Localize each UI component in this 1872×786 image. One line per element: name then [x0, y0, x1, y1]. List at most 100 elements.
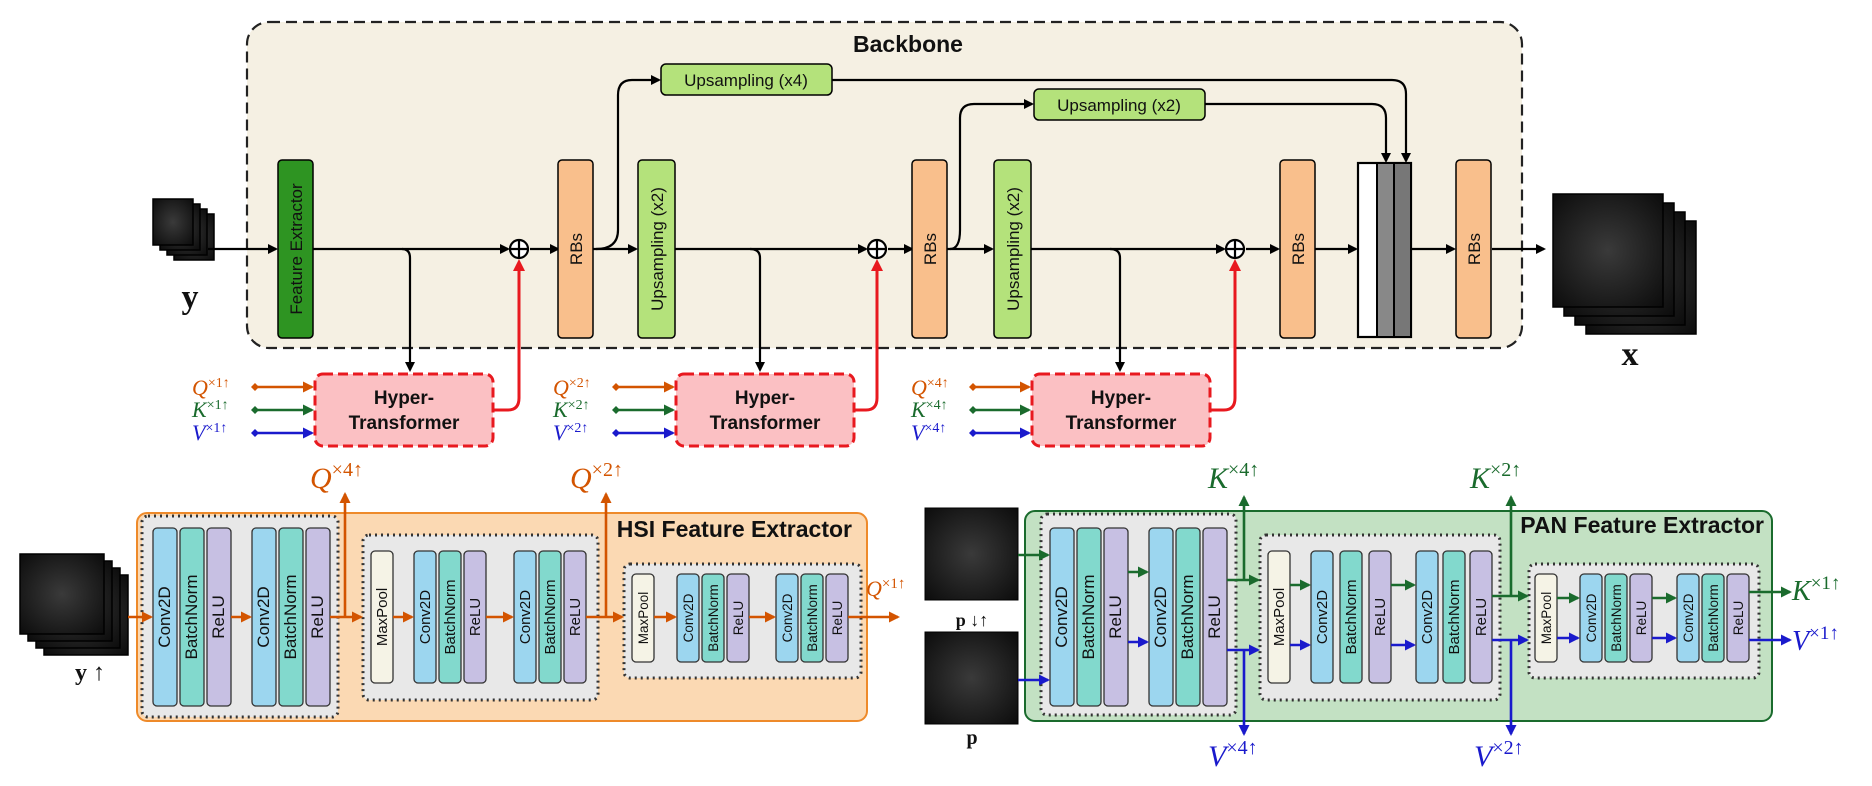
feature-extractor-label: Feature Extractor [287, 183, 306, 315]
hsi-title: HSI Feature Extractor [617, 516, 852, 542]
svg-text:Conv2D: Conv2D [517, 590, 534, 644]
pan-output-k4: K×4↑ [1207, 459, 1259, 495]
pan-output-v2: V×2↑ [1474, 737, 1524, 773]
svg-text:ReLU: ReLU [830, 601, 845, 636]
svg-text:ReLU: ReLU [1473, 598, 1490, 636]
svg-text:ReLU: ReLU [308, 595, 327, 638]
backbone-container [245, 20, 1524, 350]
hyper-transformer-3: Hyper- Transformer [1030, 372, 1212, 448]
svg-text:BatchNorm: BatchNorm [1609, 584, 1624, 652]
svg-text:Conv2D: Conv2D [417, 590, 434, 644]
svg-text:MaxPool: MaxPool [636, 592, 651, 645]
svg-text:ReLU: ReLU [1731, 601, 1746, 636]
svg-text:Q×1↑: Q×1↑ [192, 375, 230, 400]
svg-text:BatchNorm: BatchNorm [1446, 579, 1463, 654]
svg-text:Conv2D: Conv2D [681, 593, 696, 642]
label-x: x [1622, 336, 1639, 373]
rbs-block-3: RBs [1279, 159, 1316, 339]
input-image-y [152, 198, 215, 261]
svg-text:Conv2D: Conv2D [155, 586, 174, 647]
svg-text:Hyper-: Hyper- [374, 388, 434, 409]
svg-text:Conv2D: Conv2D [1584, 593, 1599, 642]
label-p-down-up: p ↓↑ [956, 610, 989, 630]
svg-text:Hyper-: Hyper- [1091, 388, 1151, 409]
svg-text:Transformer: Transformer [1066, 413, 1177, 434]
svg-text:Upsampling (x2): Upsampling (x2) [1004, 187, 1023, 311]
hsi-output-q2: Q×2↑ [570, 459, 623, 495]
svg-text:Conv2D: Conv2D [780, 593, 795, 642]
hsi-b3-layers: MaxPool Conv2D BatchNorm ReLU Conv2D Bat… [631, 573, 849, 663]
svg-text:MaxPool: MaxPool [374, 588, 391, 646]
svg-text:Hyper-: Hyper- [735, 388, 795, 409]
hsi-output-q4: Q×4↑ [310, 459, 363, 495]
svg-text:Q×4↑: Q×4↑ [911, 375, 949, 400]
svg-text:V×4↑: V×4↑ [911, 420, 946, 445]
svg-text:ReLU: ReLU [567, 598, 584, 636]
svg-text:K×1↑: K×1↑ [191, 397, 229, 422]
svg-text:Upsampling (x4): Upsampling (x4) [684, 71, 808, 90]
svg-text:ReLU: ReLU [1634, 601, 1649, 636]
svg-text:Conv2D: Conv2D [1419, 590, 1436, 644]
svg-text:BatchNorm: BatchNorm [281, 574, 300, 659]
hsi-b2-layers: MaxPool Conv2D BatchNorm ReLU Conv2D Bat… [370, 550, 587, 684]
svg-text:Conv2D: Conv2D [254, 586, 273, 647]
svg-text:ReLU: ReLU [731, 601, 746, 636]
svg-text:V×2↑: V×2↑ [553, 420, 588, 445]
hyper-transformer-1: Hyper- Transformer [313, 372, 495, 448]
upsampling-x2-block: Upsampling (x2) [1033, 88, 1206, 121]
svg-text:Conv2D: Conv2D [1681, 593, 1696, 642]
svg-text:Transformer: Transformer [710, 413, 821, 434]
svg-text:K×4↑: K×4↑ [910, 397, 948, 422]
pan-output-v4: V×4↑ [1208, 737, 1258, 773]
svg-text:BatchNorm: BatchNorm [706, 584, 721, 652]
svg-text:BatchNorm: BatchNorm [1706, 584, 1721, 652]
svg-text:MaxPool: MaxPool [1539, 592, 1554, 645]
svg-text:ReLU: ReLU [209, 595, 228, 638]
upsampling-x2-vertical-1: Upsampling (x2) [637, 159, 676, 339]
svg-text:BatchNorm: BatchNorm [442, 579, 459, 654]
svg-text:BatchNorm: BatchNorm [805, 584, 820, 652]
svg-text:BatchNorm: BatchNorm [1178, 574, 1197, 659]
svg-text:V×1↑: V×1↑ [192, 420, 227, 445]
label-y: y [182, 279, 199, 316]
svg-text:MaxPool: MaxPool [1271, 588, 1288, 646]
svg-text:BatchNorm: BatchNorm [1079, 574, 1098, 659]
svg-text:Upsampling (x2): Upsampling (x2) [1057, 96, 1181, 115]
svg-text:Transformer: Transformer [349, 413, 460, 434]
input-image-p [924, 631, 1019, 725]
upsampling-x4-block: Upsampling (x4) [660, 63, 833, 96]
qkv-label-group-3: Q×4↑ K×4↑ V×4↑ [910, 375, 949, 445]
pan-b1-layers: Conv2D BatchNorm ReLU Conv2D BatchNorm R… [1049, 527, 1228, 707]
pan-output-k1: K×1↑ [1791, 573, 1840, 607]
qkv-label-group-1: Q×1↑ K×1↑ V×1↑ [191, 375, 230, 445]
svg-text:BatchNorm: BatchNorm [1343, 579, 1360, 654]
svg-text:RBs: RBs [921, 233, 940, 265]
backbone-title: Backbone [853, 31, 963, 57]
svg-text:Upsampling (x2): Upsampling (x2) [648, 187, 667, 311]
qkv-label-group-2: Q×2↑ K×2↑ V×2↑ [552, 375, 591, 445]
svg-text:ReLU: ReLU [467, 598, 484, 636]
pan-b2-layers: MaxPool Conv2D BatchNorm ReLU Conv2D Bat… [1267, 550, 1493, 684]
concat-block [1356, 161, 1413, 339]
rbs-block-4: RBs [1455, 159, 1492, 339]
label-y-up: y ↑ [75, 660, 105, 686]
feature-extractor-block: Feature Extractor [277, 159, 314, 339]
hyper-transformer-2: Hyper- Transformer [674, 372, 856, 448]
svg-text:BatchNorm: BatchNorm [182, 574, 201, 659]
input-image-y-up [19, 553, 129, 656]
label-p: p [966, 727, 977, 749]
pan-b3-layers: MaxPool Conv2D BatchNorm ReLU Conv2D Bat… [1534, 573, 1750, 663]
upsampling-x2-vertical-2: Upsampling (x2) [993, 159, 1032, 339]
svg-text:BatchNorm: BatchNorm [542, 579, 559, 654]
svg-text:RBs: RBs [1465, 233, 1484, 265]
svg-text:Conv2D: Conv2D [1314, 590, 1331, 644]
input-image-p-down-up [924, 507, 1019, 601]
pan-output-k2: K×2↑ [1469, 459, 1521, 495]
svg-text:ReLU: ReLU [1106, 595, 1125, 638]
svg-text:RBs: RBs [1289, 233, 1308, 265]
pan-title: PAN Feature Extractor [1520, 512, 1764, 538]
svg-text:Q×2↑: Q×2↑ [553, 375, 591, 400]
hsi-output-q1: Q×1↑ [866, 576, 905, 601]
pan-output-v1: V×1↑ [1792, 623, 1839, 657]
